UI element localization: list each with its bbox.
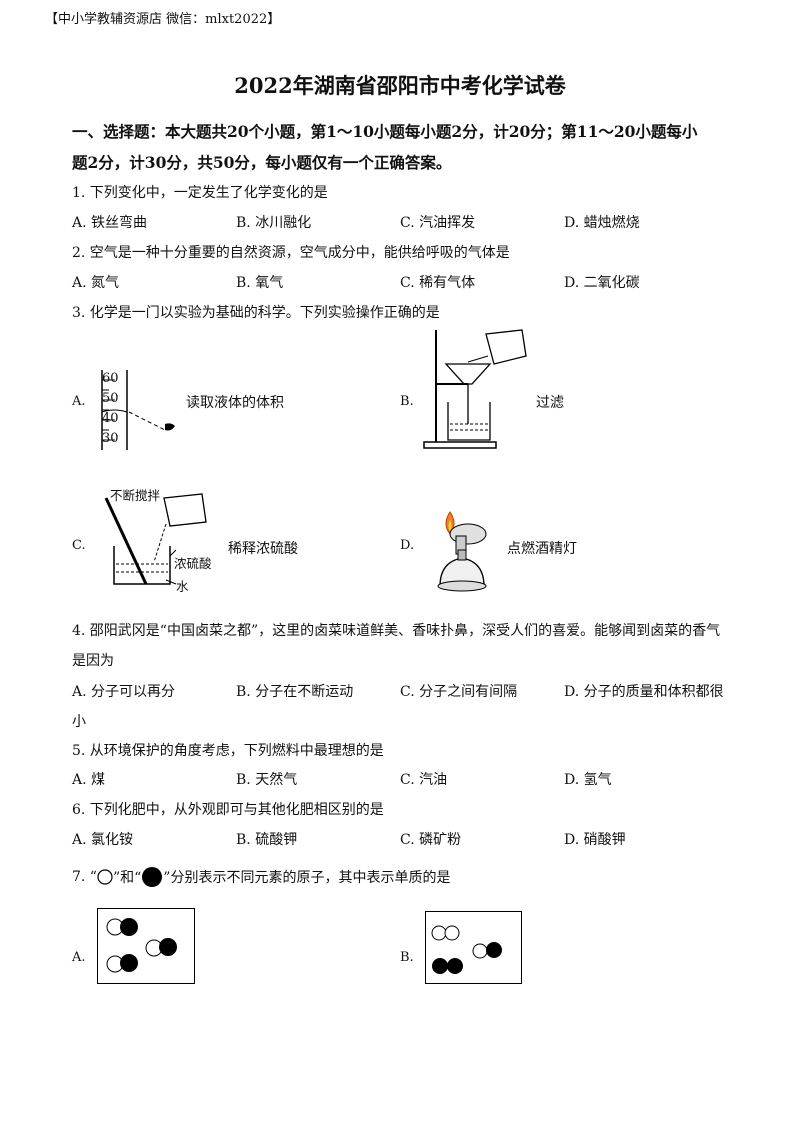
dilute-sulfuric-acid-diagram (104, 493, 207, 585)
q7-option-a-letter[interactable]: A. (72, 950, 86, 965)
q2-option-c[interactable]: C. 稀有气体 (400, 275, 476, 291)
q6-option-c[interactable]: C. 磷矿粉 (400, 832, 462, 848)
tick-label-60: 60 (102, 371, 119, 386)
q1-option-d[interactable]: D. 蜡烛燃烧 (564, 215, 640, 231)
q5-option-c[interactable]: C. 汽油 (400, 772, 448, 788)
q7-option-a-box[interactable] (97, 908, 195, 984)
q3-option-d-letter[interactable]: D. (400, 538, 415, 553)
q7-stem-pre: 7. “ (72, 869, 97, 885)
q4-option-c[interactable]: C. 分子之间有间隔 (400, 684, 518, 700)
q7-stem: 7. “ ”和“ ”分别表示不同元素的原子，其中表示单质的是 (72, 866, 450, 888)
q2-option-d[interactable]: D. 二氧化碳 (564, 275, 640, 291)
q3-option-c-letter[interactable]: C. (72, 538, 86, 553)
q5-option-b[interactable]: B. 天然气 (236, 772, 298, 788)
q1-option-c[interactable]: C. 汽油挥发 (400, 215, 476, 231)
q3-stem: 3. 化学是一门以实验为基础的科学。下列实验操作正确的是 (72, 305, 440, 321)
q2-option-b[interactable]: B. 氧气 (236, 275, 284, 291)
page-header: 【中小学教辅资源店 微信：mlxt2022】 (45, 12, 281, 27)
q1-stem: 1. 下列变化中，一定发生了化学变化的是 (72, 185, 328, 201)
q4-stem-line2: 是因为 (72, 653, 114, 669)
q3-option-a-letter[interactable]: A. (72, 394, 86, 409)
q2-option-a[interactable]: A. 氮气 (72, 275, 120, 291)
q4-option-d[interactable]: D. 分子的质量和体积都很 (564, 684, 724, 700)
q4-option-b[interactable]: B. 分子在不断运动 (236, 684, 354, 700)
q7-option-b-letter[interactable]: B. (400, 950, 414, 965)
q6-stem: 6. 下列化肥中，从外观即可与其他化肥相区别的是 (72, 802, 384, 818)
section-heading-line2: 题2分，计30分，共50分，每小题仅有一个正确答案。 (72, 153, 452, 172)
q3-option-d-caption: 点燃酒精灯 (507, 541, 577, 557)
q1-option-a[interactable]: A. 铁丝弯曲 (72, 215, 148, 231)
section-heading-line1: 一、选择题：本大题共20个小题，第1～10小题每小题2分，计20分；第11～20… (72, 122, 698, 141)
q5-stem: 5. 从环境保护的角度考虑，下列燃料中最理想的是 (72, 743, 384, 759)
tick-label-50: 50 (102, 391, 119, 406)
q7-option-b-molecules (431, 925, 502, 974)
q6-option-d[interactable]: D. 硝酸钾 (564, 832, 626, 848)
q5-option-a[interactable]: A. 煤 (72, 772, 106, 788)
q6-option-b[interactable]: B. 硫酸钾 (236, 832, 298, 848)
q2-stem: 2. 空气是一种十分重要的自然资源，空气成分中，能供给呼吸的气体是 (72, 245, 510, 261)
tick-label-30: 30 (102, 431, 119, 446)
q4-option-d-wrap: 小 (72, 714, 86, 730)
q1-option-b[interactable]: B. 冰川融化 (236, 215, 312, 231)
q3-option-b-caption: 过滤 (536, 395, 564, 411)
white-atom-icon (97, 869, 113, 885)
q4-option-a[interactable]: A. 分子可以再分 (72, 684, 176, 700)
label-stir: 不断搅拌 (110, 488, 161, 503)
graduated-cylinder-diagram (101, 370, 175, 450)
q7-stem-mid: ”和“ (112, 870, 142, 886)
q7-option-b-box[interactable] (425, 911, 522, 984)
filtration-apparatus-diagram (423, 329, 527, 449)
label-conc-acid: 浓硫酸 (174, 556, 212, 571)
q4-stem-line1: 4. 邵阳武冈是“中国卤菜之都”，这里的卤菜味道鲜美、香味扑鼻，深受人们的喜爱。… (72, 623, 721, 639)
page-title: 2022年湖南省邵阳市中考化学试卷 (234, 73, 566, 98)
q7-stem-post: ”分别表示不同元素的原子，其中表示单质的是 (163, 870, 451, 886)
label-water: 水 (176, 579, 189, 594)
alcohol-lamp-diagram (437, 511, 487, 592)
tick-label-40: 40 (102, 411, 119, 426)
q7-option-a-molecules (106, 918, 177, 973)
q3-option-b-letter[interactable]: B. (400, 394, 414, 409)
q6-option-a[interactable]: A. 氯化铵 (72, 832, 134, 848)
q3-option-a-caption: 读取液体的体积 (186, 395, 284, 411)
q3-option-c-caption: 稀释浓硫酸 (228, 541, 298, 557)
q5-option-d[interactable]: D. 氢气 (564, 772, 612, 788)
black-atom-icon (142, 867, 163, 887)
